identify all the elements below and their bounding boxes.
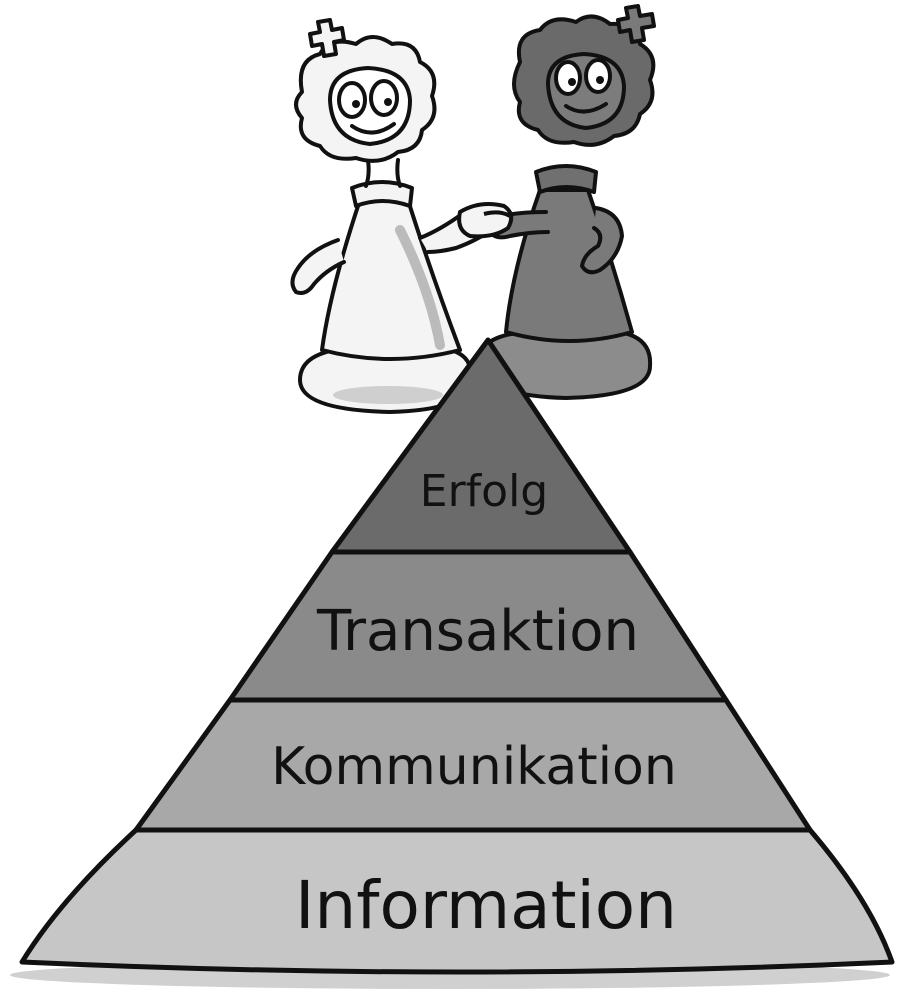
black-queen-crown-cross: [616, 4, 656, 44]
pyramid: [19, 337, 895, 975]
pyramid-label-kommunikation: Kommunikation: [271, 737, 677, 797]
white-queen-crown-cross: [308, 18, 346, 58]
pyramid-label-erfolg: Erfolg: [420, 466, 548, 517]
black-queen-collar: [534, 164, 598, 194]
white-queen-body: [320, 198, 462, 361]
white-queen-eye: [337, 81, 367, 119]
pyramid-tier-information: [19, 827, 895, 975]
black-queen-eye: [554, 60, 582, 96]
white-queen-figure: [290, 18, 500, 414]
black-queen-arm-right: [580, 206, 624, 275]
pyramid-label-information: Information: [295, 867, 677, 944]
pyramid-label-transaktion: Transaktion: [316, 599, 639, 664]
white-queen-arm-left: [290, 238, 346, 295]
white-queen-collar: [350, 180, 414, 208]
black-queen-figure: [476, 4, 656, 400]
handshake: [457, 202, 514, 239]
